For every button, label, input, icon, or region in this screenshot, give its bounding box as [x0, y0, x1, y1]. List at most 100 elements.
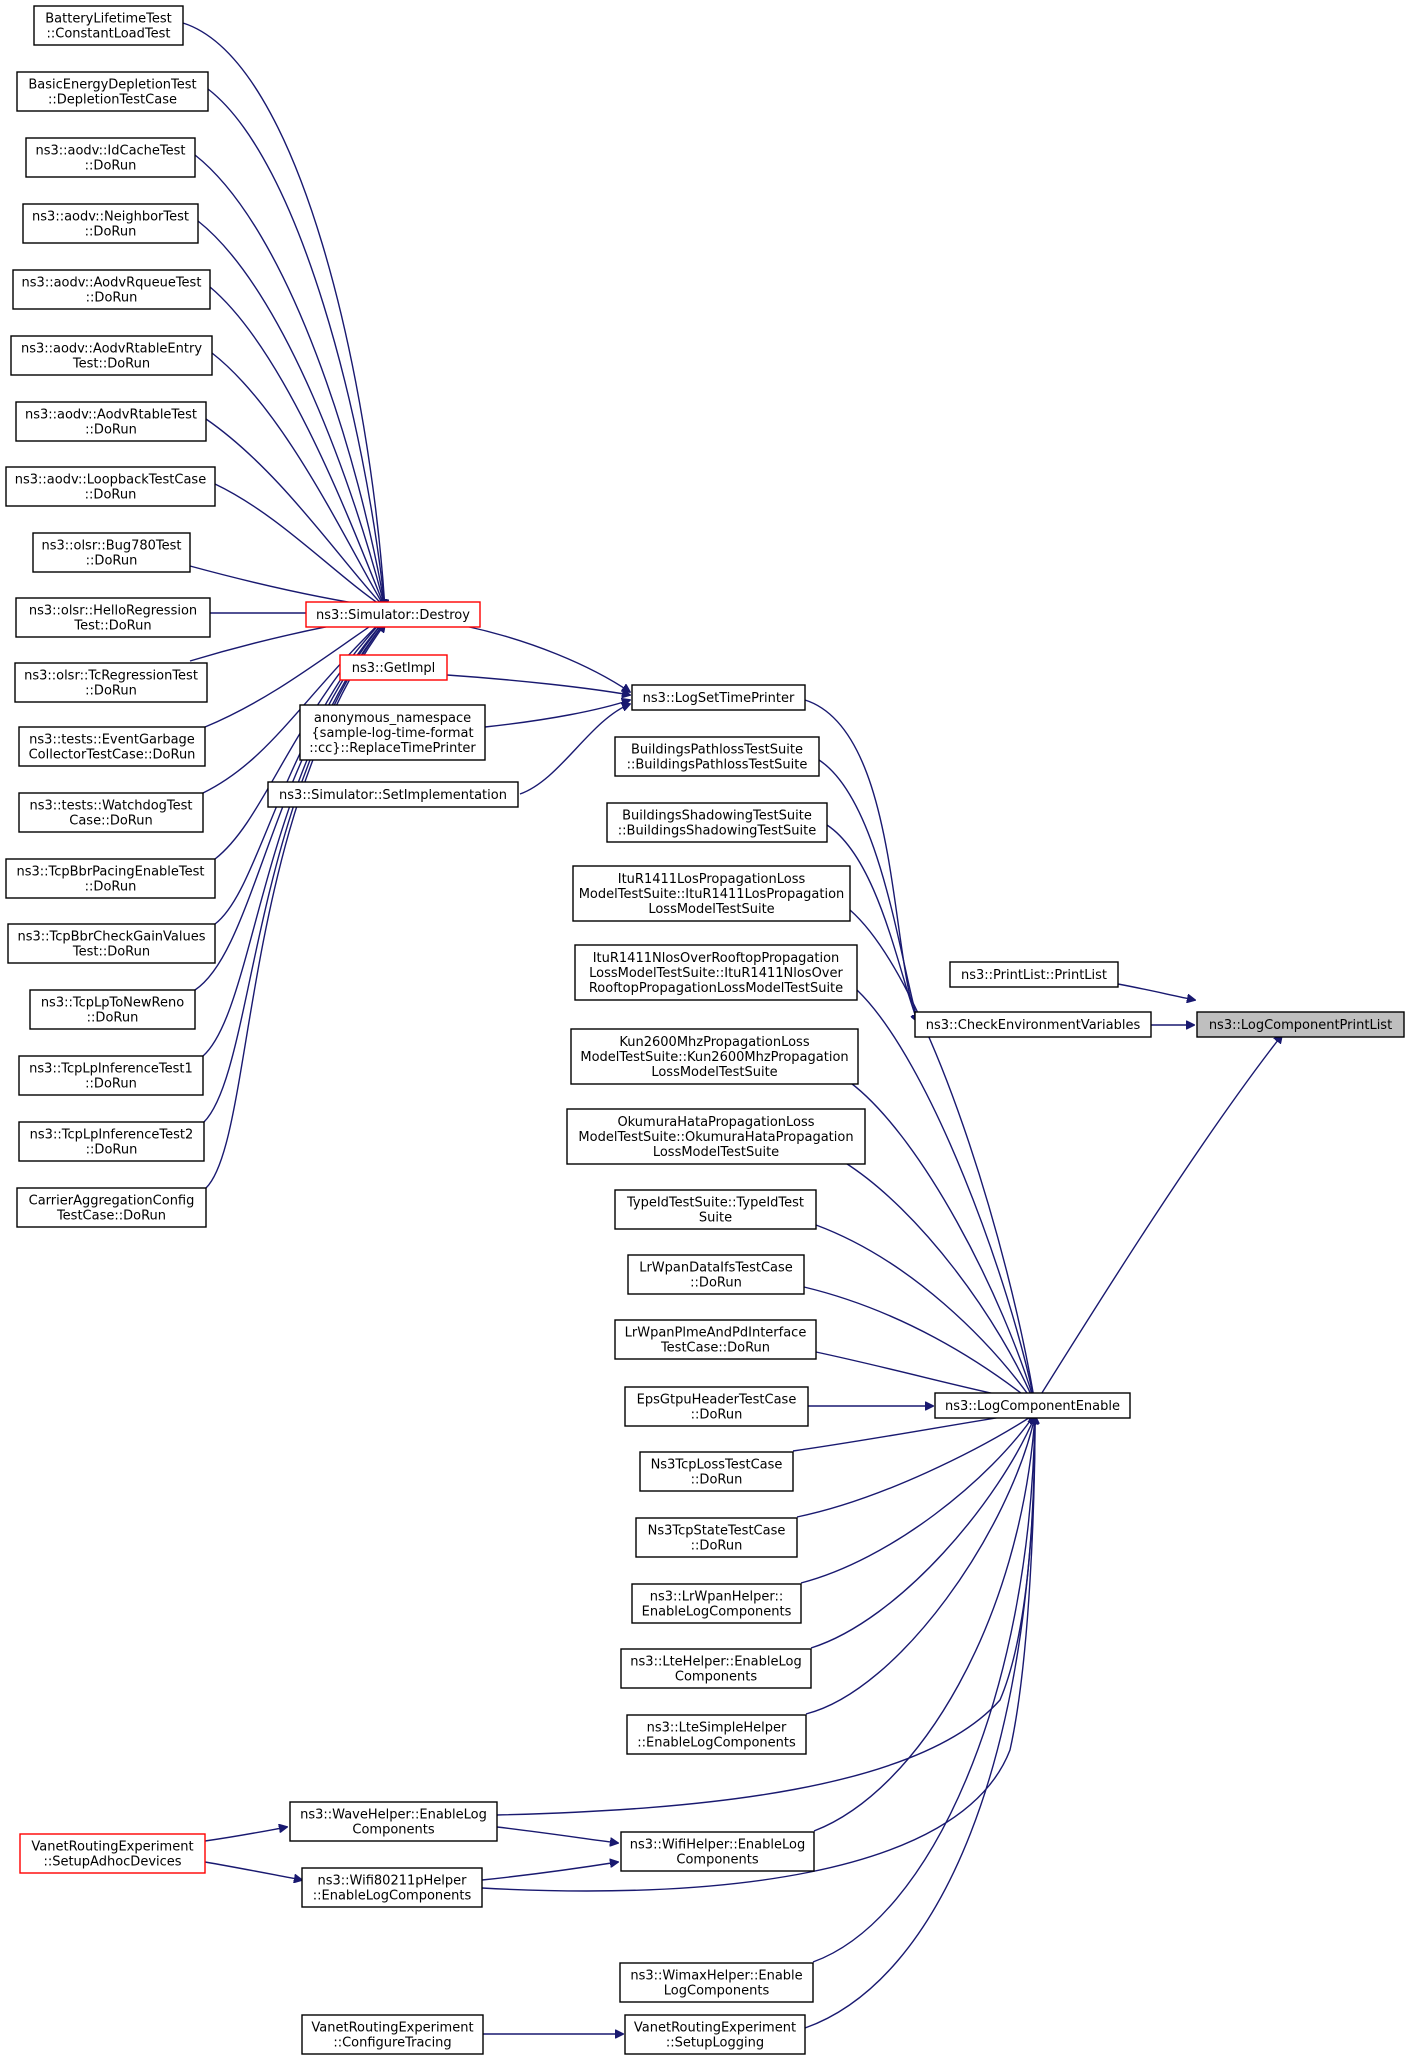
node-epsgtpuheader[interactable]: EpsGtpuHeaderTestCase::DoRun [624, 1386, 809, 1427]
node-printlist[interactable]: ns3::PrintList::PrintList [949, 961, 1119, 988]
node-label: ItuR1411LosPropagationLoss [618, 872, 806, 887]
node-label: OkumuraHataPropagationLoss [617, 1115, 814, 1130]
node-olsr-tcregression[interactable]: ns3::olsr::TcRegressionTest::DoRun [14, 662, 208, 703]
node-box [15, 597, 211, 638]
node-vanet-setupadhoc[interactable]: VanetRoutingExperiment::SetupAdhocDevice… [19, 1833, 206, 1874]
node-aodv-rtable[interactable]: ns3::aodv::AodvRtableTest::DoRun [15, 401, 207, 442]
node-wifi80211phelper[interactable]: ns3::Wifi80211pHelper::EnableLogComponen… [301, 1867, 483, 1908]
node-aodv-rqueue[interactable]: ns3::aodv::AodvRqueueTest::DoRun [12, 269, 211, 310]
node-aodv-idcache[interactable]: ns3::aodv::IdCacheTest::DoRun [25, 137, 196, 178]
edge-tcpstate-logenable [796, 1414, 1035, 1518]
node-tcplp-inference2[interactable]: ns3::TcpLpInferenceTest2::DoRun [18, 1121, 205, 1162]
node-simulator-destroy[interactable]: ns3::Simulator::Destroy [305, 601, 481, 628]
node-vanet-configuretracing[interactable]: VanetRoutingExperiment::ConfigureTracing [301, 2014, 484, 2055]
node-box [267, 781, 519, 808]
node-box [572, 865, 851, 922]
edge-itulos-logenable [849, 909, 1035, 1404]
node-label: ItuR1411NlosOverRooftopPropagation [593, 951, 840, 966]
node-okumurahata[interactable]: OkumuraHataPropagationLossModelTestSuite… [566, 1108, 866, 1165]
node-label: ::EnableLogComponents [313, 1889, 472, 1904]
node-label: Suite [699, 1211, 732, 1226]
node-logcomponentenable[interactable]: ns3::LogComponentEnable [934, 1392, 1131, 1419]
node-label: BasicEnergyDepletionTest [28, 78, 196, 93]
edge-destroy-logsettime [464, 625, 630, 692]
node-label: CollectorTestCase::DoRun [29, 748, 196, 763]
node-replacetimeprinter[interactable]: anonymous_namespace{sample-log-time-form… [299, 704, 486, 761]
node-vanet-setuplogging[interactable]: VanetRoutingExperiment::SetupLogging [624, 2014, 806, 2055]
node-box [19, 1833, 206, 1874]
node-label: EnableLogComponents [642, 1605, 792, 1620]
node-wimaxhelper[interactable]: ns3::WimaxHelper::EnableLogComponents [619, 1962, 814, 2003]
node-box [299, 704, 486, 761]
node-tests-eventgarbage[interactable]: ns3::tests::EventGarbageCollectorTestCas… [18, 726, 206, 767]
node-checkenvironmentvariables[interactable]: ns3::CheckEnvironmentVariables [914, 1011, 1152, 1038]
node-ns3tcploss[interactable]: Ns3TcpLossTestCase::DoRun [639, 1451, 794, 1492]
node-box [620, 1831, 815, 1872]
node-box [619, 1962, 814, 2003]
node-battery-constantload[interactable]: BatteryLifetimeTest::ConstantLoadTest [33, 5, 184, 46]
node-itur1411los[interactable]: ItuR1411LosPropagationLossModelTestSuite… [572, 865, 851, 922]
node-box [639, 1451, 794, 1492]
node-wavehelper[interactable]: ns3::WaveHelper::EnableLogComponents [289, 1801, 498, 1842]
node-label: TypeIdTestSuite::TypeIdTest [626, 1196, 804, 1211]
node-box [614, 1189, 817, 1230]
node-box [289, 1801, 498, 1842]
node-label: ::DoRun [691, 1539, 743, 1554]
node-label: LossModelTestSuite [648, 902, 774, 917]
node-wifihelper[interactable]: ns3::WifiHelper::EnableLogComponents [620, 1831, 815, 1872]
node-label: ns3::TcpLpInferenceTest1 [29, 1062, 193, 1077]
node-box [566, 1108, 866, 1165]
node-box [620, 1648, 812, 1689]
node-kun2600mhz[interactable]: Kun2600MhzPropagationLossModelTestSuite:… [570, 1028, 859, 1085]
node-tcpbbr-pacing[interactable]: ns3::TcpBbrPacingEnableTest::DoRun [5, 858, 216, 899]
node-label: ns3::PrintList::PrintList [961, 968, 1107, 983]
node-tcplp-tonewreno[interactable]: ns3::TcpLpToNewReno::DoRun [29, 989, 196, 1030]
node-lrwpanhelper[interactable]: ns3::LrWpanHelper::EnableLogComponents [631, 1583, 802, 1624]
node-label: Ns3TcpStateTestCase [648, 1524, 786, 1539]
node-aodv-loopback[interactable]: ns3::aodv::LoopbackTestCase::DoRun [5, 466, 216, 507]
node-aodv-neighbor[interactable]: ns3::aodv::NeighborTest::DoRun [22, 203, 199, 244]
node-box [29, 989, 196, 1030]
node-box [614, 736, 820, 777]
node-ns3tcpstate[interactable]: Ns3TcpStateTestCase::DoRun [635, 1517, 798, 1558]
node-logsettimeprinter[interactable]: ns3::LogSetTimePrinter [631, 684, 806, 711]
edge-typeid-logenable [815, 1224, 1035, 1404]
node-label: ns3::olsr::TcRegressionTest [24, 669, 198, 684]
node-box [339, 654, 448, 681]
node-label: anonymous_namespace [314, 711, 471, 726]
node-label: ns3::aodv::LoopbackTestCase [15, 473, 206, 488]
node-itur1411nlos[interactable]: ItuR1411NlosOverRooftopPropagationLossMo… [574, 944, 858, 1001]
node-label: LossModelTestSuite [651, 1065, 777, 1080]
node-label: ::DoRun [85, 159, 137, 174]
node-label: ns3::tests::WatchdogTest [29, 799, 192, 814]
node-typeidtestsuite[interactable]: TypeIdTestSuite::TypeIdTestSuite [614, 1189, 817, 1230]
node-logcomponentprintlist[interactable]: ns3::LogComponentPrintList [1196, 1011, 1405, 1038]
node-olsr-bug780[interactable]: ns3::olsr::Bug780Test::DoRun [32, 532, 191, 573]
node-simulator-setimplementation[interactable]: ns3::Simulator::SetImplementation [267, 781, 519, 808]
edge-lrwpanhelper-logenable [800, 1414, 1035, 1584]
node-buildingspathloss[interactable]: BuildingsPathlossTestSuite::BuildingsPat… [614, 736, 820, 777]
node-label: ns3::GetImpl [352, 661, 436, 676]
node-label: ns3::aodv::NeighborTest [32, 210, 189, 225]
node-ltesimplehelper[interactable]: ns3::LteSimpleHelper::EnableLogComponent… [626, 1714, 807, 1755]
node-buildingsshadowing[interactable]: BuildingsShadowingTestSuite::BuildingsSh… [606, 802, 828, 843]
node-getimpl[interactable]: ns3::GetImpl [339, 654, 448, 681]
node-label: ::EnableLogComponents [637, 1736, 796, 1751]
node-label: ns3::TcpLpToNewReno [41, 996, 184, 1011]
node-basicenergy-depletion[interactable]: BasicEnergyDepletionTest::DepletionTestC… [16, 71, 209, 112]
node-box [914, 1011, 1152, 1038]
node-ltehelper[interactable]: ns3::LteHelper::EnableLogComponents [620, 1648, 812, 1689]
node-box [10, 335, 213, 376]
node-box [32, 532, 191, 573]
node-box [570, 1028, 859, 1085]
node-lrwpan-dataifs[interactable]: LrWpanDataIfsTestCase::DoRun [627, 1254, 805, 1295]
node-box [631, 684, 806, 711]
node-box [949, 961, 1119, 988]
node-tcplp-inference1[interactable]: ns3::TcpLpInferenceTest1::DoRun [18, 1055, 204, 1096]
